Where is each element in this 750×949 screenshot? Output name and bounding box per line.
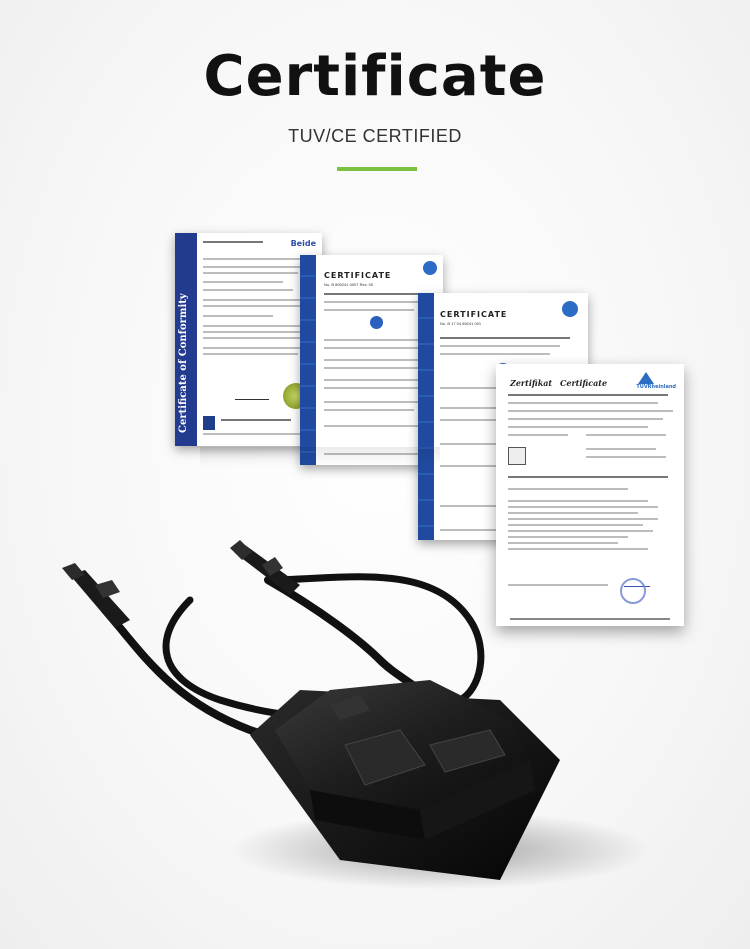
zertifikat-image: Zertifikat Certificate TÜVRheinland	[496, 364, 684, 626]
test-mark-icon	[508, 447, 526, 465]
mc4-connector-top	[230, 540, 300, 595]
certificate-heading-de: Zertifikat	[510, 378, 553, 388]
certificate-heading: CERTIFICATE	[324, 271, 392, 280]
stamp-icon	[620, 578, 646, 604]
certificate-reflection	[200, 447, 440, 467]
tuv-triangle-icon	[638, 372, 654, 384]
certificate-heading-en: Certificate	[560, 378, 608, 388]
certificate-side-band	[418, 293, 434, 540]
flag-icon	[203, 416, 215, 430]
certificate-of-conformity-image: Certificate of Conformity Beide	[175, 233, 322, 446]
tuv-badge-icon	[562, 301, 578, 317]
page-subtitle: TUV/CE CERTIFIED	[288, 126, 462, 146]
accent-divider	[337, 167, 417, 171]
junction-box-body	[275, 680, 535, 840]
certificate-side-band	[300, 255, 316, 465]
tuv-badge-icon	[423, 261, 437, 275]
certificate-sidebar	[175, 233, 197, 446]
page-title: Certificate	[203, 44, 547, 109]
signature-icon	[235, 385, 269, 400]
mc4-connector-left	[62, 563, 130, 628]
certificate-heading: CERTIFICATE	[440, 310, 508, 319]
tuv-logo: TÜVRheinland	[636, 384, 676, 390]
certificate-footer	[510, 618, 670, 620]
certificate-number: No. B 890241 0007 Rev. 00	[324, 282, 374, 287]
tuv-mark-icon	[370, 316, 383, 329]
certificate-number: No. B 17 04 89241 001	[440, 321, 482, 326]
certificate-brand-logo: Beide	[290, 239, 316, 248]
